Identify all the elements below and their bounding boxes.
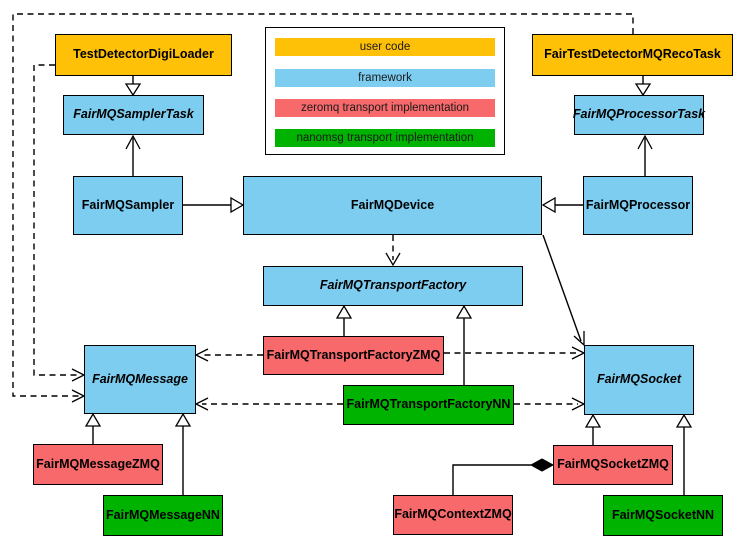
edge-sampler-samplertask [125,134,141,176]
node-fairtestdetectormqrecotask: FairTestDetectorMQRecoTask [532,34,733,76]
edge-tfzmq-message [194,348,263,362]
node-fairmqprocessortask: FairMQProcessorTask [573,95,705,135]
legend-item-user-code: user code [275,38,495,56]
node-fairmqsocketnn: FairMQSocketNN [603,495,723,536]
legend-item-nanomsg: nanomsg transport implementation [275,129,495,147]
node-fairmqsocket: FairMQSocket [584,345,694,415]
node-fairmqsocketzmq: FairMQSocketZMQ [553,445,673,485]
legend-label: nanomsg transport implementation [296,132,474,144]
edge-tfnn-transportfactory [455,304,473,385]
legend-item-framework: framework [275,69,495,87]
legend-label: user code [359,41,411,53]
edge-recotask-processortask [634,76,652,97]
node-fairmqtransportfactory: FairMQTransportFactory [263,266,523,306]
edge-device-transportfactory [385,235,401,267]
edge-tfnn-socket [514,397,586,411]
node-fairmqtransportfactorynn: FairMQTransportFactoryNN [343,385,514,425]
legend-item-zeromq: zeromq transport implementation [275,99,495,117]
edge-msgnn-message [174,412,192,495]
node-fairmqmessage: FairMQMessage [84,345,196,414]
edge-device-socket [542,234,585,347]
node-fairmqsamplertask: FairMQSamplerTask [63,95,204,135]
legend-label: zeromq transport implementation [300,102,470,114]
edge-tfzmq-transportfactory [335,304,353,336]
edge-msgzmq-message [84,412,102,444]
node-fairmqcontextzmq: FairMQContextZMQ [393,495,513,535]
node-fairmqtransportfactoryzmq: FairMQTransportFactoryZMQ [263,336,444,375]
node-fairmqmessagezmq: FairMQMessageZMQ [33,444,163,485]
edge-contextzmq-socketzmq [452,458,555,495]
edge-digiloader-samplertask [124,76,142,97]
legend: user code framework zeromq transport imp… [265,27,505,155]
node-fairmqsampler: FairMQSampler [73,176,183,235]
edge-socketzmq-socket [584,413,602,445]
edge-sampler-device [183,196,245,214]
edge-socketnn-socket [675,413,693,495]
node-fairmqdevice: FairMQDevice [243,176,542,235]
node-testdetectordigiloader: TestDetectorDigiLoader [55,34,232,76]
node-fairmqprocessor: FairMQProcessor [583,176,693,235]
edge-tfnn-message [194,397,343,411]
edge-processor-processortask [637,134,653,176]
edge-tfzmq-socket [444,346,586,360]
edge-processor-device [541,196,583,214]
node-fairmqmessagenn: FairMQMessageNN [103,495,223,536]
legend-label: framework [358,72,412,84]
